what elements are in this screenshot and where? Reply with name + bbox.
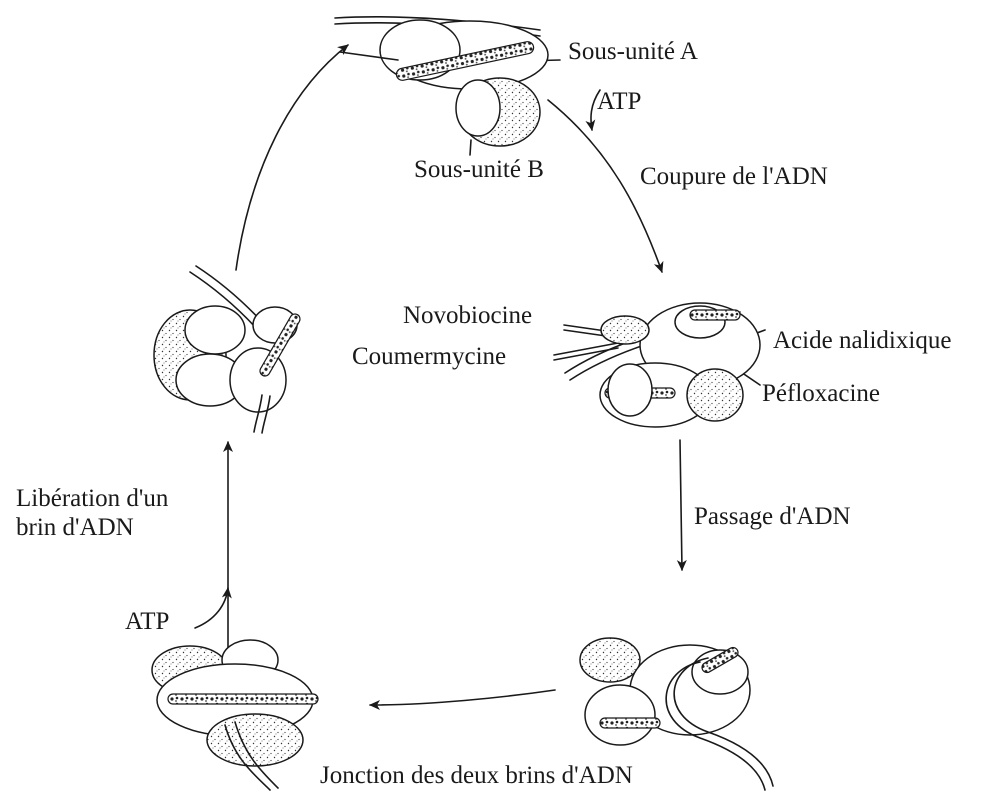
sous-unite-b-pointer xyxy=(470,140,471,155)
enzyme-top xyxy=(335,17,548,146)
arrow-jonction xyxy=(370,690,555,705)
label-sous-unite-b: Sous-unité B xyxy=(414,156,544,185)
label-acide-nalidixique: Acide nalidixique xyxy=(773,327,951,356)
label-novobiocine: Novobiocine xyxy=(403,302,532,331)
label-passage: Passage d'ADN xyxy=(694,503,851,532)
label-atp-top: ATP xyxy=(597,88,641,117)
label-liberation: Libération d'un brin d'ADN xyxy=(16,485,168,543)
label-coumermycine: Coumermycine xyxy=(352,343,506,372)
arrow-return xyxy=(236,45,348,270)
label-coupure: Coupure de l'ADN xyxy=(640,163,828,192)
arrow-passage xyxy=(680,440,682,570)
enzyme-lower-left xyxy=(152,640,318,790)
label-sous-unite-a: Sous-unité A xyxy=(568,38,698,67)
atp-arrow-bottom xyxy=(195,588,228,628)
label-pefloxacine: Péfloxacine xyxy=(762,380,880,409)
label-jonction: Jonction des deux brins d'ADN xyxy=(320,762,633,791)
enzyme-right xyxy=(565,303,760,427)
label-atp-bottom: ATP xyxy=(125,608,169,637)
enzyme-left xyxy=(154,266,302,433)
